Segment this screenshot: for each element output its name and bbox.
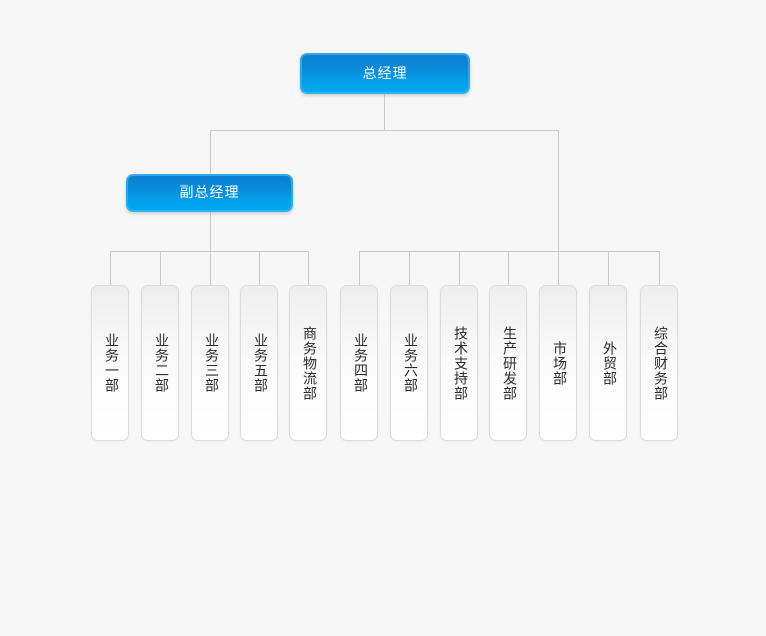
connector-root-stem [384, 93, 385, 131]
node-department-technical-support[interactable]: 技术支持部 [440, 285, 478, 441]
connector-drop-right-5 [558, 251, 559, 285]
connector-drop-left-1 [110, 251, 111, 285]
node-department-business-logistics[interactable]: 商务物流部 [289, 285, 327, 441]
node-department-business-5[interactable]: 业务五部 [240, 285, 278, 441]
node-department-business-2[interactable]: 业务二部 [141, 285, 179, 441]
node-department-label: 业务二部 [152, 333, 169, 393]
connector-drop-left-2 [160, 251, 161, 285]
connector-drop-right-7 [659, 251, 660, 285]
node-department-label: 业务五部 [251, 333, 268, 393]
connector-right-branch-vertical [558, 130, 559, 252]
node-department-business-6[interactable]: 业务六部 [390, 285, 428, 441]
node-deputy-general-manager[interactable]: 副总经理 [126, 174, 293, 212]
connector-level1-bar [210, 130, 559, 131]
node-department-label: 外贸部 [600, 340, 617, 386]
node-department-marketing[interactable]: 市场部 [539, 285, 577, 441]
node-general-manager[interactable]: 总经理 [300, 53, 470, 94]
node-department-general-finance[interactable]: 综合财务部 [640, 285, 678, 441]
connector-drop-right-4 [508, 251, 509, 285]
node-department-production-rd[interactable]: 生产研发部 [489, 285, 527, 441]
node-department-label: 综合财务部 [651, 325, 668, 401]
node-general-manager-label: 总经理 [362, 65, 408, 82]
node-department-label: 商务物流部 [300, 325, 317, 401]
connector-drop-right-3 [459, 251, 460, 285]
node-general-manager-inner: 总经理 [302, 55, 468, 92]
node-department-foreign-trade[interactable]: 外贸部 [589, 285, 627, 441]
node-department-business-1[interactable]: 业务一部 [91, 285, 129, 441]
node-deputy-general-manager-label: 副总经理 [179, 185, 240, 201]
connector-drop-left-5 [308, 251, 309, 285]
node-department-label: 业务三部 [202, 333, 219, 393]
connector-left-group-bar [110, 251, 309, 252]
node-department-label: 技术支持部 [451, 325, 468, 401]
connector-right-group-bar [359, 251, 659, 252]
node-department-label: 业务六部 [401, 333, 418, 393]
connector-drop-right-2 [409, 251, 410, 285]
connector-drop-left-3 [210, 251, 211, 285]
node-department-label: 市场部 [550, 340, 567, 386]
node-deputy-general-manager-inner: 副总经理 [128, 176, 291, 210]
connector-drop-right-1 [359, 251, 360, 285]
node-department-label: 生产研发部 [500, 325, 517, 401]
node-department-business-4[interactable]: 业务四部 [340, 285, 378, 441]
node-department-label: 业务一部 [102, 333, 119, 393]
connector-drop-left-4 [259, 251, 260, 285]
connector-drop-right-6 [608, 251, 609, 285]
node-department-label: 业务四部 [351, 333, 368, 393]
node-department-business-3[interactable]: 业务三部 [191, 285, 229, 441]
